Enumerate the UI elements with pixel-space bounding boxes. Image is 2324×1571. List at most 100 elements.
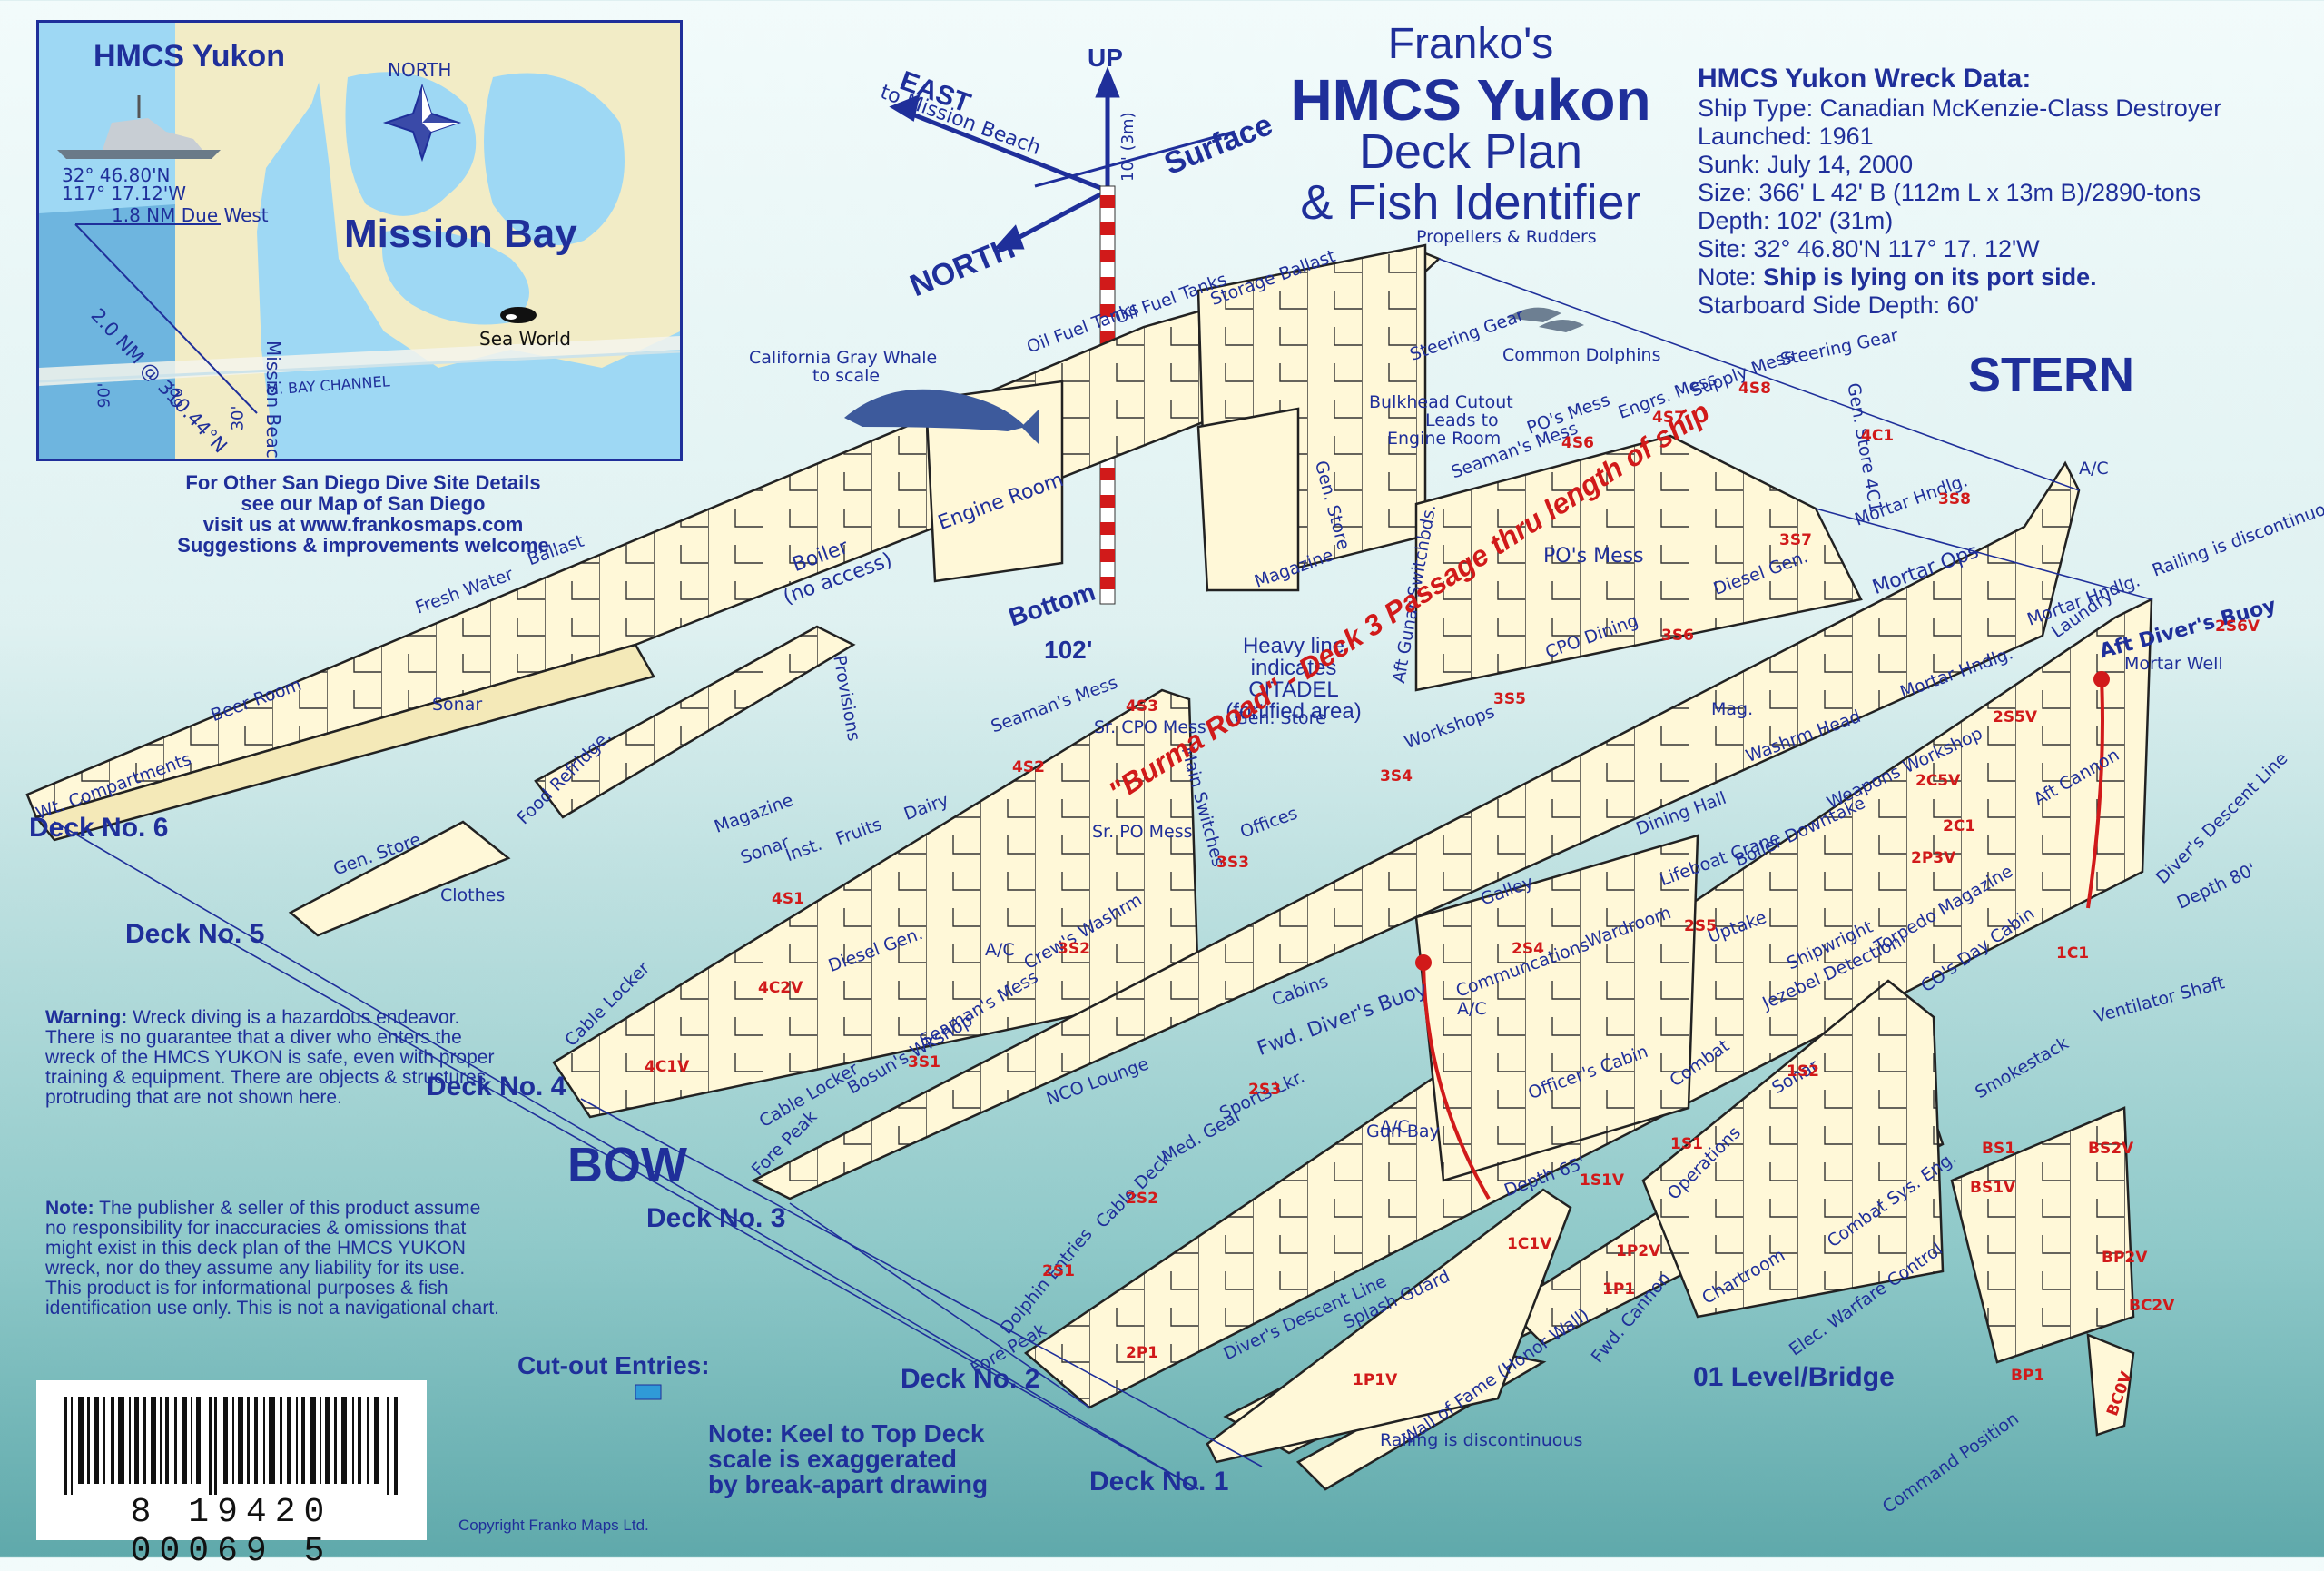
keel-note: Note: Keel to Top Deck scale is exaggera… [708, 1421, 988, 1497]
compartment-code: 2P1 [1126, 1344, 1159, 1362]
compartment-code: 3S1 [908, 1053, 940, 1072]
citadel-line: indicates [1250, 656, 1337, 680]
stern-label: STERN [1968, 348, 2135, 402]
barcode-digits: 8 19420 00069 5 [130, 1493, 333, 1571]
deck-6-section [25, 243, 1442, 842]
deck-5-section [288, 820, 511, 937]
compartment-code: 2S5V [1993, 708, 2038, 726]
publisher-note-text: The publisher & seller of this product a… [45, 1198, 500, 1319]
other-sites-line: For Other San Diego Dive Site Details [185, 471, 541, 494]
compartment-code: 3S5 [1493, 690, 1526, 708]
mag-label: Mag. [1711, 699, 1754, 719]
compartment-code: BP1 [2011, 1367, 2045, 1385]
compartment-code: 2S5 [1684, 917, 1717, 935]
keel-note-line: scale is exaggerated [708, 1445, 957, 1473]
ac-label: A/C [1457, 999, 1487, 1019]
deck-4-label: Deck No. 4 [427, 1072, 566, 1102]
whale-sub-label: to scale [812, 366, 881, 386]
compartment-code: 4C2V [758, 979, 803, 997]
barcode-bars [64, 1397, 398, 1495]
ten-foot-label: 10' (3m) [1118, 112, 1137, 182]
dolphins-illustration [1507, 307, 1584, 332]
compartment-code: 2C1 [1943, 817, 1976, 835]
sr-po-label: Sr. PO Mess [1092, 822, 1193, 842]
ac-label: A/C [1380, 1117, 1410, 1137]
compartment-code: BP2V [2102, 1249, 2148, 1267]
sr-cpo-label: Sr. CPO Mess [1094, 717, 1206, 737]
compartment-code: 4C1V [645, 1058, 690, 1076]
citadel-note: Heavy line indicates CITADEL (fortified … [1194, 636, 1393, 723]
other-sites-line: visit us at www.frankosmaps.com [202, 513, 524, 536]
compartment-code: 4S7 [1652, 409, 1685, 427]
compartment-code: 1C1 [2056, 944, 2090, 963]
compartment-code: 1S1V [1580, 1171, 1625, 1190]
cutout-entries-label: Cut-out Entries: [517, 1351, 710, 1379]
title-line3: & Fish Identifier [1300, 175, 1641, 230]
inset-lon: 117° 17.12'W [62, 183, 187, 204]
wreck-data-line: Site: 32° 46.80'N 117° 17. 12'W [1698, 235, 2040, 262]
bow-label: BOW [567, 1138, 687, 1192]
orca-icon [500, 307, 537, 323]
wreck-data-starboard: Starboard Side Depth: 60' [1698, 291, 1979, 319]
bulkhead-label: Bulkhead Cutout [1369, 392, 1513, 412]
citadel-line: (fortified area) [1226, 699, 1362, 724]
other-sites-line: see our Map of San Diego [241, 492, 486, 515]
compartment-code: 1P1 [1602, 1280, 1636, 1299]
whale-label: California Gray Whale [749, 348, 938, 368]
compartment-code: 3S6 [1661, 627, 1694, 645]
compartment-code: BS1 [1982, 1140, 2016, 1158]
sonar-label: Sonar [432, 695, 483, 715]
warning-block: Warning: Wreck diving is a hazardous end… [45, 1008, 499, 1108]
bulkhead-label: Leads to [1425, 410, 1499, 430]
gray-whale-illustration [844, 389, 1039, 445]
inset-bay-name: Mission Bay [344, 212, 577, 256]
ship-photo-inset [57, 95, 221, 159]
compartment-code: 1P2V [1616, 1242, 1661, 1260]
compartment-code: 2C5V [1915, 772, 1961, 790]
wreck-data-line: Depth: 102' (31m) [1698, 207, 1894, 234]
dolphins-label: Common Dolphins [1502, 345, 1661, 365]
fwd-buoy-marker [1415, 954, 1432, 971]
wreck-note-label: Note: [1698, 263, 1757, 291]
compartment-code: 4S6 [1561, 434, 1594, 452]
compartment-code: 4S3 [1126, 697, 1158, 716]
other-sites-line: Suggestions & improvements welcome [177, 534, 549, 557]
deck-5-label: Deck No. 5 [125, 919, 265, 949]
compartment-code: 1S1 [1670, 1135, 1703, 1153]
up-label: UP [1088, 44, 1123, 72]
location-inset-map: HMCS Yukon NORTH 32° 46.80'N 117° 17.12'… [36, 20, 683, 461]
title-main: HMCS Yukon [1290, 67, 1651, 133]
compartment-code: 2S6V [2215, 618, 2260, 636]
compartment-code: 2S1 [1042, 1262, 1075, 1280]
bulkhead-label: Engine Room [1387, 429, 1502, 449]
publisher-note-label: Note: [45, 1198, 94, 1219]
inset-north-label: NORTH [388, 59, 452, 81]
compartment-code: 4S1 [772, 890, 804, 908]
deck-2-section [1023, 597, 2153, 1409]
splash-guard-section [1206, 1188, 1572, 1464]
deck-3-label: Deck No. 3 [646, 1203, 786, 1233]
compartment-code: 1S2 [1787, 1062, 1819, 1081]
bridge-section [1641, 979, 2135, 1437]
inset-title: HMCS Yukon [94, 39, 285, 74]
barcode: 8 19420 00069 5 [36, 1380, 427, 1571]
keel-note-line: Note: Keel to Top Deck [708, 1419, 985, 1447]
inset-distance-west: 1.8 NM Due West [112, 204, 269, 226]
publisher-note-block: Note: The publisher & seller of this pro… [45, 1199, 499, 1319]
wreck-data-line: Sunk: July 14, 2000 [1698, 151, 1914, 178]
mortar-well-label: Mortar Well [2124, 654, 2223, 674]
compartment-code: 2S2 [1126, 1190, 1158, 1208]
descent-lines [1422, 678, 2104, 1200]
aft-buoy-marker [2093, 671, 2110, 687]
compartment-code: 4S2 [1012, 758, 1045, 776]
cutout-entry-swatch [635, 1384, 662, 1400]
ac-label: A/C [985, 940, 1015, 960]
inset-map-graphic [39, 23, 680, 459]
wreck-note-text: Ship is lying on its port side. [1763, 263, 2097, 291]
keel-note-line: by break-apart drawing [708, 1470, 989, 1498]
compartment-code: 3S2 [1058, 940, 1090, 958]
deck-6-label: Deck No. 6 [29, 813, 169, 843]
inset-sea-world: Sea World [479, 328, 571, 350]
title-pre: Franko's [1387, 20, 1554, 68]
